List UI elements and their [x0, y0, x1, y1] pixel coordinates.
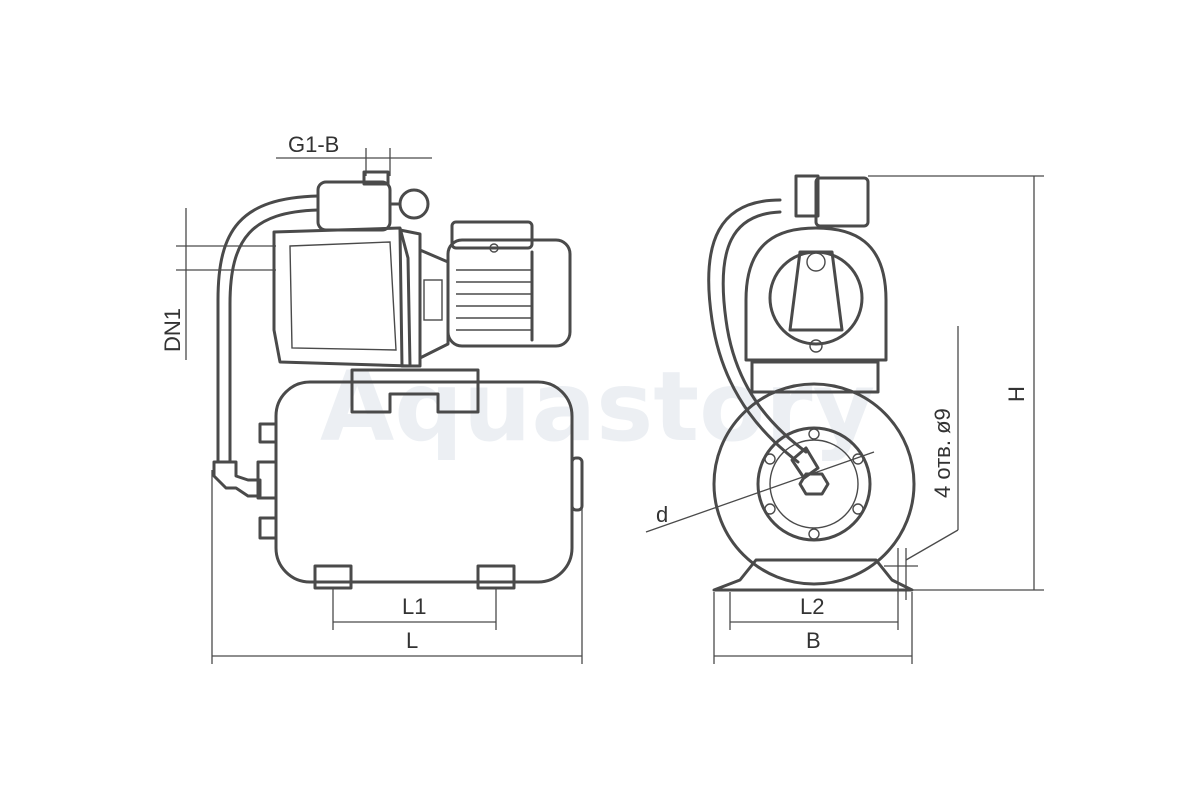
- hose-front-outer: [707, 198, 800, 464]
- pressure-switch: [316, 180, 392, 232]
- label-h: H: [1004, 386, 1029, 402]
- label-l: L: [406, 628, 418, 653]
- hose-inner: [228, 208, 320, 464]
- flange-bolts: [764, 428, 864, 540]
- pump-support: [750, 360, 880, 394]
- label-l2: L2: [800, 594, 824, 619]
- priming-plug: [806, 252, 826, 272]
- tank-flange-outer: [756, 426, 872, 542]
- tank-valve-nut: [798, 472, 830, 496]
- hose-elbow: [212, 460, 262, 498]
- tank-end-cap: [570, 456, 584, 512]
- pump-bracket: [398, 228, 422, 368]
- switch-box-front: [814, 176, 870, 228]
- outlet-fitting-front: [794, 174, 820, 218]
- tank-foot-left: [313, 564, 353, 590]
- pump-body: [272, 226, 412, 368]
- terminal-screw: [489, 243, 499, 253]
- motor-housing: [446, 238, 572, 348]
- pump-inlet-block: [788, 250, 844, 332]
- dim-d-leader: [645, 451, 875, 533]
- label-dn1: DN1: [160, 308, 185, 352]
- front-view: d 4 отв. ø9 H L2 B: [645, 174, 1044, 664]
- coupling: [418, 248, 450, 360]
- pump-body-face: [289, 241, 397, 351]
- pump-front-housing: [744, 226, 888, 362]
- tank-foot-right: [476, 564, 516, 590]
- dim-holes-leader: [905, 529, 959, 561]
- motor-fins: [456, 269, 532, 331]
- base-plate: [712, 558, 914, 592]
- pressure-gauge: [398, 188, 430, 220]
- hose-front-inner: [721, 210, 808, 454]
- tank-flange-inner: [769, 439, 859, 529]
- outlet-fitting: [362, 170, 390, 186]
- coupling-window: [423, 279, 443, 321]
- tank-fitting-bottom: [258, 516, 278, 540]
- hose-outer: [216, 194, 320, 464]
- hose-front-connector: [790, 446, 820, 480]
- label-g1b: G1-B: [288, 132, 339, 157]
- pump-saddle: [350, 368, 480, 414]
- tank-fitting-top: [258, 422, 278, 444]
- label-b: B: [806, 628, 821, 653]
- label-d: d: [656, 502, 668, 527]
- terminal-box: [450, 220, 534, 250]
- tank-end-view: [712, 382, 916, 586]
- label-l1: L1: [402, 594, 426, 619]
- drain-plug: [809, 339, 823, 353]
- label-holes: 4 отв. ø9: [930, 408, 955, 498]
- side-view: G1-B DN1 L1 L: [160, 132, 584, 664]
